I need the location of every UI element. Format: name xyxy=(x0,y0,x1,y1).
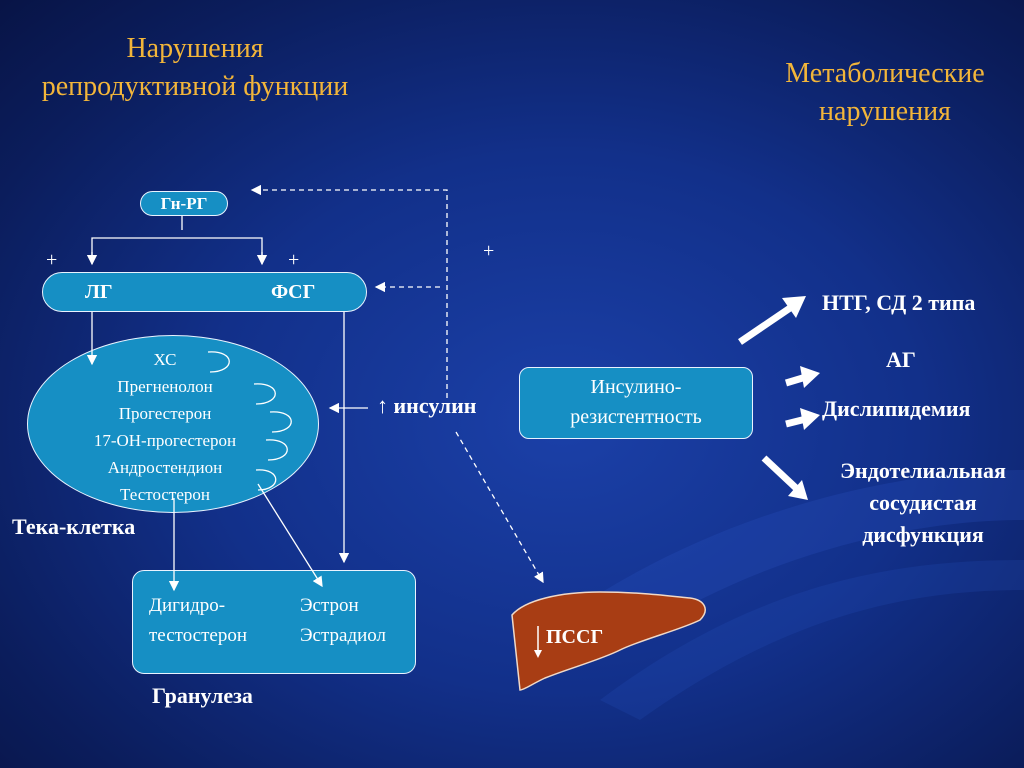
granulosa-box: Дигидро- тестостерон Эстрон Эстрадиол xyxy=(132,570,416,674)
dashed-arrow-to-liver xyxy=(455,431,544,584)
steroid-item: Андростендион xyxy=(107,458,223,477)
metabolic-title: Метаболические нарушения xyxy=(785,58,985,127)
insulin-resistance-box: Инсулино- резистентность xyxy=(519,367,753,439)
ag-item: АГ xyxy=(886,347,916,372)
curl-arrow-icon xyxy=(265,439,288,461)
arrow-to-estrone xyxy=(257,483,323,588)
shbg-label: ПССГ xyxy=(546,626,604,648)
endo-line3: дисфункция xyxy=(862,522,984,547)
dht-line1: Дигидро- xyxy=(149,595,226,616)
plus-sign-left: + xyxy=(46,249,58,271)
fsh-label: ФСГ xyxy=(271,281,316,303)
ir-line1: Инсулино- xyxy=(590,376,682,398)
block-arrow-icon xyxy=(738,296,806,345)
ntg-item: НТГ, СД 2 типа xyxy=(822,290,975,316)
curl-arrow-icon xyxy=(253,383,276,405)
block-arrow-icon xyxy=(785,408,820,430)
dyslipidemia-item: Дислипидемия xyxy=(822,396,971,421)
theca-label: Тека-клетка xyxy=(12,514,136,539)
steroid-item: Прегненолон xyxy=(117,377,213,396)
steroid-item: Тестостерон xyxy=(120,485,210,504)
gnrh-box: Гн-РГ xyxy=(140,191,228,216)
dht-line2: тестостерон xyxy=(149,625,248,646)
estradiol-label: Эстрадиол xyxy=(300,625,387,646)
steroid-item: 17-ОН-прогестерон xyxy=(93,431,237,450)
block-arrow-icon xyxy=(784,366,820,388)
endo-line2: сосудистая xyxy=(869,490,977,515)
theca-cell-ellipse xyxy=(27,335,319,513)
plus-sign-insulin: + xyxy=(483,240,495,262)
down-arrow-head xyxy=(534,650,542,658)
steroid-list: ХС Прегненолон Прогестерон 17-ОН-прогест… xyxy=(60,346,270,508)
lh-fsh-box: ЛГ ФСГ xyxy=(42,272,367,312)
block-arrow-icon xyxy=(761,455,808,500)
granulosa-label: Гранулеза xyxy=(152,683,253,708)
lh-label: ЛГ xyxy=(85,281,113,303)
estrone-label: Эстрон xyxy=(300,595,359,616)
curl-arrow-icon xyxy=(207,351,230,373)
steroid-item: ХС xyxy=(153,350,177,369)
dashed-arrow-to-gnrh xyxy=(250,184,448,398)
curl-arrow-icon xyxy=(255,469,277,491)
endothelial-item: Эндотелиальная сосудистая дисфункция xyxy=(822,455,1024,551)
ir-line2: резистентность xyxy=(570,406,702,428)
curl-arrow-icon xyxy=(269,411,292,433)
insulin-label: ↑ инсулин xyxy=(377,393,477,418)
endo-line1: Эндотелиальная xyxy=(840,458,1006,483)
plus-sign-right: + xyxy=(288,249,300,271)
ntg-text: НТГ, СД 2 типа xyxy=(822,290,976,315)
steroid-item: Прогестерон xyxy=(118,404,212,423)
liver-icon xyxy=(511,591,706,691)
gnrh-split-line xyxy=(91,237,263,262)
reproductive-title: Нарушения репродуктивной функции xyxy=(41,33,349,102)
